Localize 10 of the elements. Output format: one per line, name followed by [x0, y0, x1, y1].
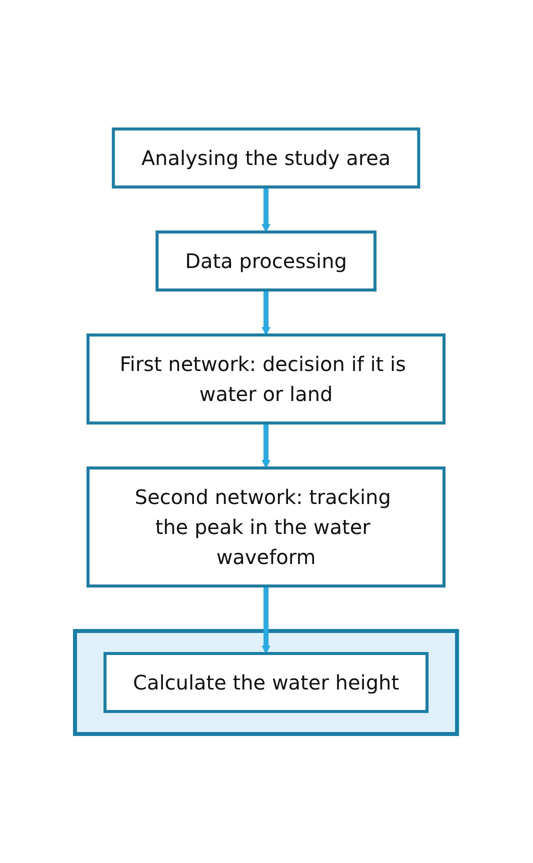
node-box: Calculate the water height [104, 652, 430, 713]
node-box: Data processing [156, 230, 377, 292]
cluster [73, 629, 460, 736]
node-box: Analysing the study area [112, 128, 421, 188]
node-box: First network: decision if it is water or land [87, 334, 446, 424]
arrow [262, 187, 271, 232]
node-box: Second network: tracking the peak in the water waveform [87, 466, 446, 588]
arrow [262, 290, 271, 336]
arrow [262, 586, 271, 654]
arrow [262, 423, 271, 468]
